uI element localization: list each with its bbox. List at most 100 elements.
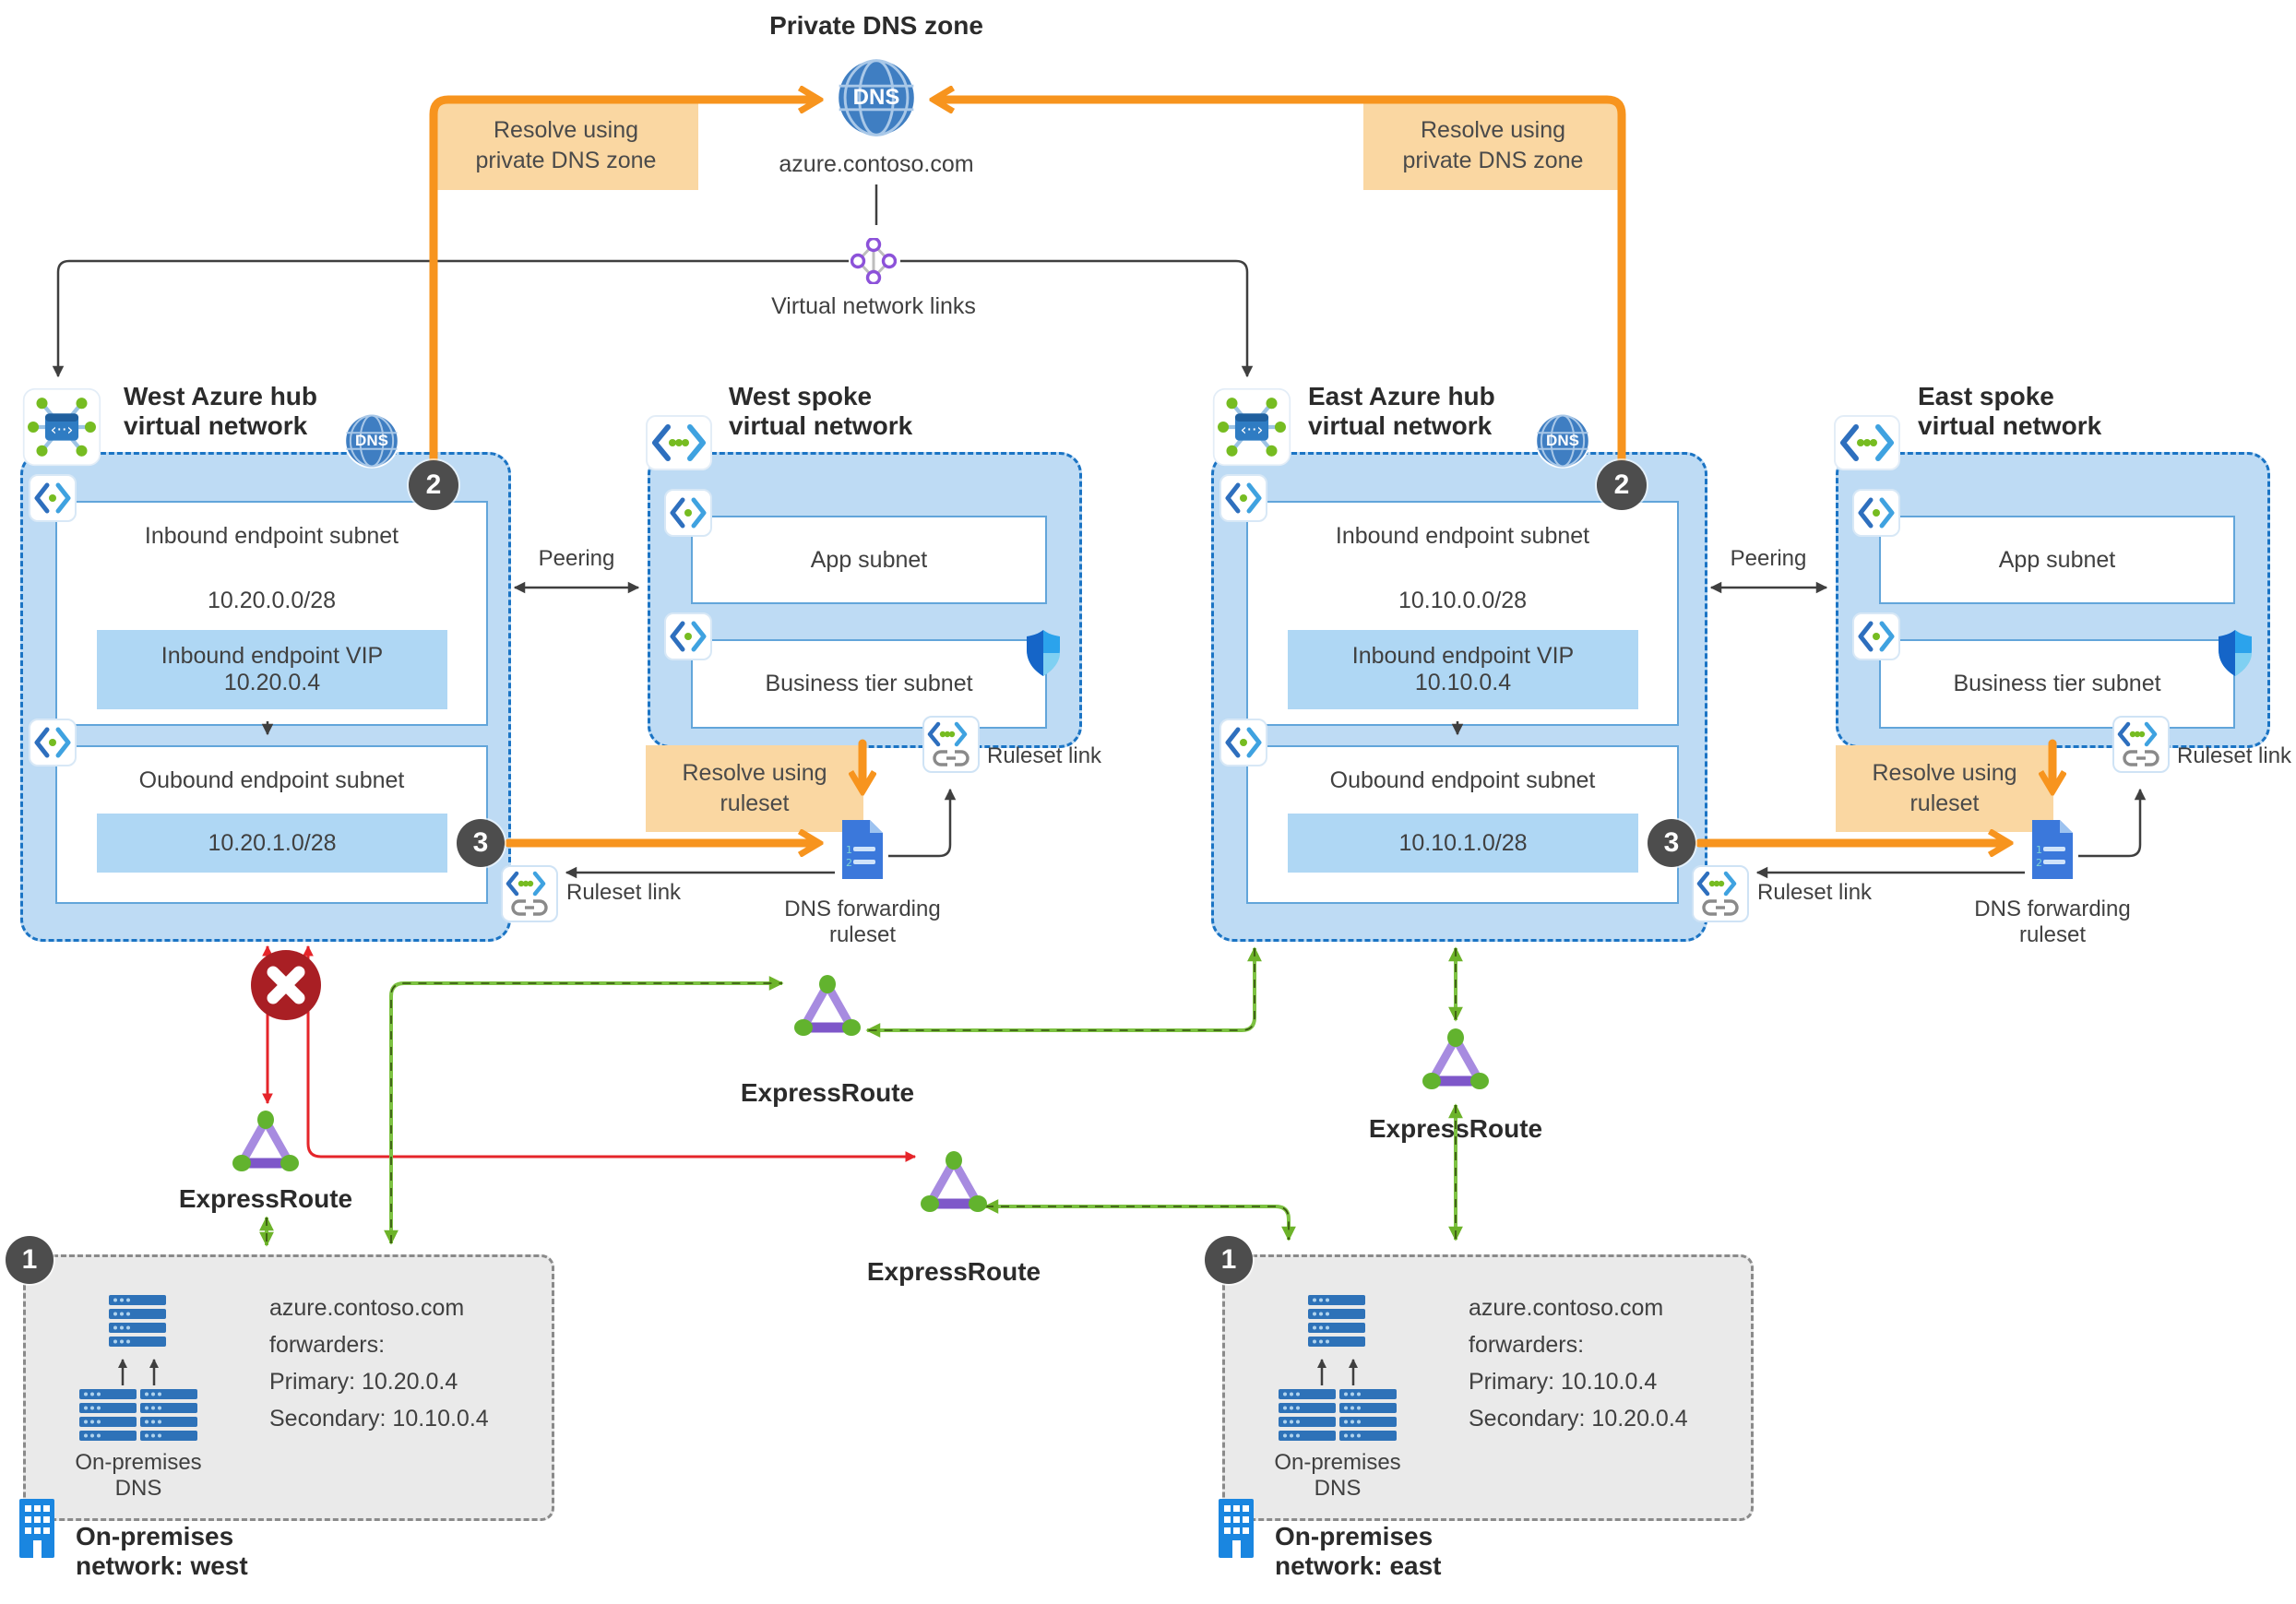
west-resolve-ruleset-line2: ruleset bbox=[720, 790, 790, 816]
west-hub-title-line2: virtual network bbox=[124, 411, 308, 440]
east-outbound-subnet-box: Oubound endpoint subnet 10.10.1.0/28 bbox=[1246, 745, 1679, 904]
east-dns-forwarding-label: DNS forwarding ruleset bbox=[1960, 897, 2145, 948]
west-app-subnet-icon bbox=[664, 489, 712, 537]
east-expressroute-label: ExpressRoute bbox=[1368, 1114, 1543, 1143]
onprem-east-building-icon bbox=[1218, 1498, 1255, 1559]
west-nsg-shield-icon bbox=[1026, 629, 1061, 677]
west-vip-label: Inbound endpoint VIP bbox=[161, 643, 384, 669]
east-hub-vnet-icon bbox=[1212, 387, 1291, 467]
onprem-west-dns-label-line1: On-premises bbox=[75, 1450, 202, 1475]
onprem-west-dns-server-left-icon bbox=[79, 1389, 137, 1443]
wire-green-onpremwest-to-er1 bbox=[384, 976, 784, 1245]
west-dns-forwarding-line1: DNS forwarding bbox=[784, 897, 941, 921]
west-expressroute-icon bbox=[231, 1110, 301, 1176]
onprem-west-dns-label: On-premises DNS bbox=[46, 1450, 231, 1502]
onprem-west-dns-server-top-icon bbox=[109, 1295, 166, 1349]
onprem-east-name: On-premises network: east bbox=[1275, 1522, 1442, 1581]
west-spoke-title-line2: virtual network bbox=[729, 411, 913, 440]
east-resolve-private-line1: Resolve using bbox=[1420, 117, 1566, 143]
onprem-east-dns-label-line1: On-premises bbox=[1274, 1450, 1401, 1475]
onprem-west-name: On-premises network: west bbox=[76, 1522, 248, 1581]
west-resolve-ruleset-line1: Resolve using bbox=[682, 760, 827, 786]
onprem-east-name-line1: On-premises bbox=[1275, 1522, 1434, 1551]
west-hub-ruleset-link-icon bbox=[501, 865, 558, 922]
east-vip-value: 10.10.0.4 bbox=[1414, 670, 1512, 695]
east-hub-title-line2: virtual network bbox=[1308, 411, 1493, 440]
west-inbound-subnet-icon bbox=[29, 474, 77, 522]
onprem-east-forwarders-line2: forwarders: bbox=[1469, 1332, 1585, 1358]
west-resolve-private-line1: Resolve using bbox=[493, 117, 639, 143]
wire-west-doc-to-spokelink bbox=[888, 788, 957, 858]
east-spoke-title-line1: East spoke bbox=[1918, 382, 2054, 410]
west-outbound-subnet-icon bbox=[29, 719, 77, 766]
step-badge-2-east-text: 2 bbox=[1613, 469, 1630, 500]
west-spoke-vnet-icon bbox=[646, 415, 712, 470]
onprem-west-name-line2: network: west bbox=[76, 1551, 248, 1580]
west-business-subnet-box: Business tier subnet bbox=[691, 639, 1047, 729]
west-hub-ruleset-link-label: Ruleset link bbox=[566, 880, 682, 905]
east-spoke-title: East spoke virtual network bbox=[1918, 382, 2101, 441]
west-app-subnet-box: App subnet bbox=[691, 516, 1047, 604]
wire-green-easthub-to-er1 bbox=[865, 946, 1262, 1038]
west-outbound-subnet-box: Oubound endpoint subnet 10.20.1.0/28 bbox=[55, 745, 488, 904]
east-spoke-title-line2: virtual network bbox=[1918, 411, 2102, 440]
dns-zone-name: azure.contoso.com bbox=[779, 151, 974, 177]
step-badge-1-east-text: 1 bbox=[1220, 1244, 1237, 1275]
step-badge-2-west-text: 2 bbox=[425, 469, 442, 500]
step-badge-2-east: 2 bbox=[1597, 460, 1647, 510]
east-outbound-subnet-title: Oubound endpoint subnet bbox=[1329, 767, 1596, 793]
west-spoke-ruleset-link-label: Ruleset link bbox=[987, 743, 1102, 768]
east-hub-vnet-box: Inbound endpoint subnet 10.10.0.0/28 Inb… bbox=[1211, 452, 1707, 942]
onprem-west-building-icon bbox=[18, 1498, 55, 1559]
east-vip-label: Inbound endpoint VIP bbox=[1351, 643, 1575, 669]
blocked-x-icon bbox=[249, 948, 323, 1022]
onprem-east-forwarders-line3: Primary: 10.10.0.4 bbox=[1469, 1369, 1658, 1395]
onprem-west-name-line1: On-premises bbox=[76, 1522, 234, 1551]
west-spoke-vnet-box: App subnet Business tier subnet bbox=[648, 452, 1082, 748]
east-business-subnet-icon bbox=[1852, 612, 1900, 660]
west-dns-forwarding-line2: ruleset bbox=[828, 922, 897, 947]
east-business-subnet-box: Business tier subnet bbox=[1879, 639, 2235, 729]
east-nsg-shield-icon bbox=[2218, 629, 2253, 677]
mid-west-expressroute-label: ExpressRoute bbox=[740, 1078, 915, 1107]
west-resolve-private-label: Resolve using private DNS zone bbox=[434, 101, 698, 190]
east-hub-title: East Azure hub virtual network bbox=[1308, 382, 1495, 441]
onprem-east-dns-label-line2: DNS bbox=[1314, 1476, 1362, 1501]
onprem-west-dns-label-line2: DNS bbox=[114, 1476, 162, 1501]
onprem-east-name-line2: network: east bbox=[1275, 1551, 1442, 1580]
east-resolve-ruleset-line1: Resolve using bbox=[1872, 760, 2017, 786]
onprem-east-forwarders-text: azure.contoso.com forwarders: Primary: 1… bbox=[1469, 1289, 1688, 1437]
east-expressroute-icon bbox=[1421, 1028, 1491, 1094]
west-spoke-ruleset-link-icon bbox=[922, 716, 980, 773]
east-peering-label: Peering bbox=[1730, 546, 1807, 571]
west-peering-label: Peering bbox=[538, 546, 615, 571]
east-spoke-vnet-icon bbox=[1834, 415, 1900, 470]
west-spoke-title-line1: West spoke bbox=[729, 382, 873, 410]
onprem-east-dns-server-right-icon bbox=[1339, 1389, 1397, 1443]
onprem-west-forwarders-text: azure.contoso.com forwarders: Primary: 1… bbox=[269, 1289, 489, 1437]
wire-east-doc-to-spokelink bbox=[2078, 788, 2147, 858]
west-dns-forwarding-label: DNS forwarding ruleset bbox=[770, 897, 955, 948]
west-resolve-private-line2: private DNS zone bbox=[475, 148, 657, 173]
east-hub-dns-badge-text: DNS bbox=[1546, 432, 1579, 449]
east-resolve-ruleset-label: Resolve using ruleset bbox=[1836, 745, 2053, 832]
east-outbound-subnet-icon bbox=[1219, 719, 1267, 766]
wire-green-dash3 bbox=[985, 1206, 1290, 1240]
west-outbound-cidr-box: 10.20.1.0/28 bbox=[97, 814, 447, 873]
step-badge-1-west-text: 1 bbox=[21, 1244, 38, 1275]
onprem-east-forwarders-line4: Secondary: 10.20.0.4 bbox=[1469, 1406, 1688, 1432]
mid-west-expressroute-icon bbox=[792, 974, 862, 1040]
west-hub-title-line1: West Azure hub bbox=[124, 382, 318, 410]
west-business-subnet-icon bbox=[664, 612, 712, 660]
step-badge-3-east: 3 bbox=[1648, 819, 1695, 867]
east-dns-forwarding-ruleset-icon bbox=[2028, 817, 2076, 882]
step-badge-2-west: 2 bbox=[409, 460, 458, 510]
east-spoke-ruleset-link-label: Ruleset link bbox=[2177, 743, 2292, 768]
west-inbound-vip-box: Inbound endpoint VIP 10.20.0.4 bbox=[97, 630, 447, 709]
west-spoke-title: West spoke virtual network bbox=[729, 382, 912, 441]
private-dns-zone-title: Private DNS zone bbox=[769, 11, 983, 40]
vnet-links-label: Virtual network links bbox=[771, 293, 976, 319]
east-app-subnet-icon bbox=[1852, 489, 1900, 537]
onprem-east-dns-server-left-icon bbox=[1279, 1389, 1336, 1443]
west-hub-title: West Azure hub virtual network bbox=[124, 382, 317, 441]
